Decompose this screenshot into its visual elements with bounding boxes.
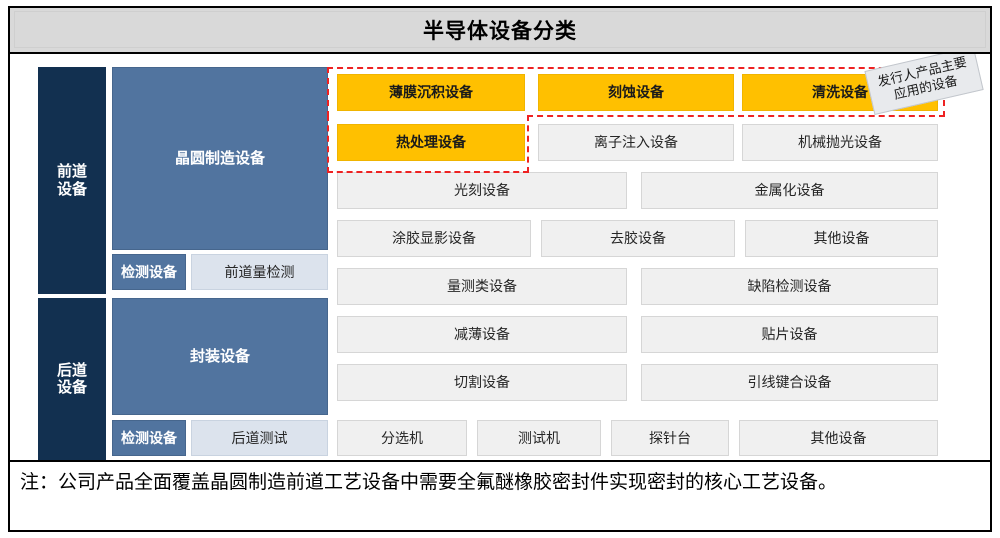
equipment-box-wire-bonding: 引线键合设备 bbox=[641, 364, 938, 401]
equipment-box-other-front-end: 其他设备 bbox=[745, 220, 938, 257]
equipment-box-cmp: 机械抛光设备 bbox=[742, 124, 938, 161]
equipment-box-tester: 测试机 bbox=[477, 420, 601, 456]
stage-block-front-end: 前道 设备 bbox=[38, 67, 106, 294]
equipment-box-prober: 探针台 bbox=[611, 420, 729, 456]
figure-frame: 半导体设备分类 前道 设备 后道 设备 晶圆制造设备 检测设备 前道量检测 封装… bbox=[8, 6, 992, 532]
subcategory-back-end-test: 后道测试 bbox=[191, 420, 328, 456]
equipment-box-metallization: 金属化设备 bbox=[641, 172, 938, 209]
equipment-box-other-back-end: 其他设备 bbox=[739, 420, 938, 456]
equipment-box-coating-developing: 涂胶显影设备 bbox=[337, 220, 531, 257]
equipment-box-ion-implantation: 离子注入设备 bbox=[538, 124, 734, 161]
equipment-box-die-attach: 贴片设备 bbox=[641, 316, 938, 353]
category-block-wafer-fabrication: 晶圆制造设备 bbox=[112, 67, 328, 250]
figure-title-bar: 半导体设备分类 bbox=[10, 8, 990, 54]
equipment-box-lithography: 光刻设备 bbox=[337, 172, 627, 209]
equipment-box-thin-film-deposition: 薄膜沉积设备 bbox=[337, 74, 525, 111]
stage-block-back-end: 后道 设备 bbox=[38, 298, 106, 460]
equipment-box-thermal-processing: 热处理设备 bbox=[337, 124, 525, 161]
equipment-box-etching: 刻蚀设备 bbox=[538, 74, 734, 111]
equipment-box-defect-inspection: 缺陷检测设备 bbox=[641, 268, 938, 305]
equipment-box-dicing: 切割设备 bbox=[337, 364, 627, 401]
page-title: 半导体设备分类 bbox=[423, 20, 577, 43]
equipment-box-metrology: 量测类设备 bbox=[337, 268, 627, 305]
equipment-box-sorter: 分选机 bbox=[337, 420, 467, 456]
equipment-box-photoresist-strip: 去胶设备 bbox=[541, 220, 735, 257]
category-block-inspection-back: 检测设备 bbox=[112, 420, 186, 456]
highlight-region-outline-step bbox=[527, 115, 945, 117]
category-block-inspection-front: 检测设备 bbox=[112, 254, 186, 290]
subcategory-front-end-metrology: 前道量检测 bbox=[191, 254, 328, 290]
equipment-box-wafer-thinning: 减薄设备 bbox=[337, 316, 627, 353]
category-block-packaging: 封装设备 bbox=[112, 298, 328, 415]
figure-footnote: 注：公司产品全面覆盖晶圆制造前道工艺设备中需要全氟醚橡胶密封件实现密封的核心工艺… bbox=[10, 460, 990, 532]
diagram-area: 前道 设备 后道 设备 晶圆制造设备 检测设备 前道量检测 封装设备 检测设备 … bbox=[10, 54, 990, 460]
